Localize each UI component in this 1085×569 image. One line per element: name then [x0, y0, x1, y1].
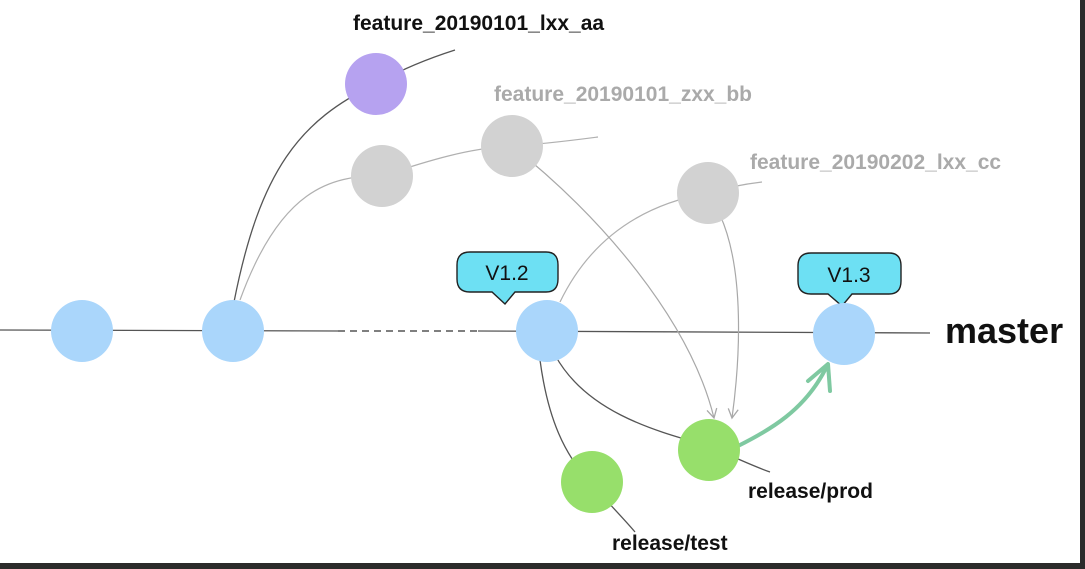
feature-cc-branch-line	[559, 181, 763, 303]
feature-bb-commit-1	[351, 145, 413, 207]
master-commit-v1-2	[516, 300, 578, 362]
feature-bb-merge-arrow	[511, 145, 718, 420]
release-test-commit	[561, 451, 623, 513]
feature-aa-branch-line	[233, 49, 456, 303]
release-test-label: release/test	[612, 532, 728, 555]
tag-v1-2-label: V1.2	[485, 262, 528, 285]
feature-aa-commit	[345, 53, 407, 115]
master-commit-1	[51, 300, 113, 362]
feature-cc-commit	[677, 162, 739, 224]
feature-bb-commit-2	[481, 115, 543, 177]
release-to-master-arrow-head	[806, 362, 832, 393]
tag-v1-3: V1.3	[797, 252, 902, 307]
tag-v1-3-label: V1.3	[827, 264, 870, 287]
feature-cc-merge-arrow	[719, 214, 740, 420]
feature-aa-label: feature_20190101_lxx_aa	[353, 12, 604, 35]
release-to-master-merge-arrow	[736, 366, 828, 448]
feature-bb-branch-line	[239, 136, 599, 301]
release-prod-label: release/prod	[748, 480, 873, 503]
release-prod-commit	[678, 419, 740, 481]
master-label: master	[945, 310, 1063, 351]
master-commit-2	[202, 300, 264, 362]
master-line-left	[0, 329, 339, 332]
tag-v1-2: V1.2	[456, 251, 559, 306]
master-commit-v1-3	[813, 303, 875, 365]
feature-cc-label: feature_20190202_lxx_cc	[750, 151, 1001, 174]
feature-bb-label: feature_20190101_zxx_bb	[494, 83, 752, 106]
